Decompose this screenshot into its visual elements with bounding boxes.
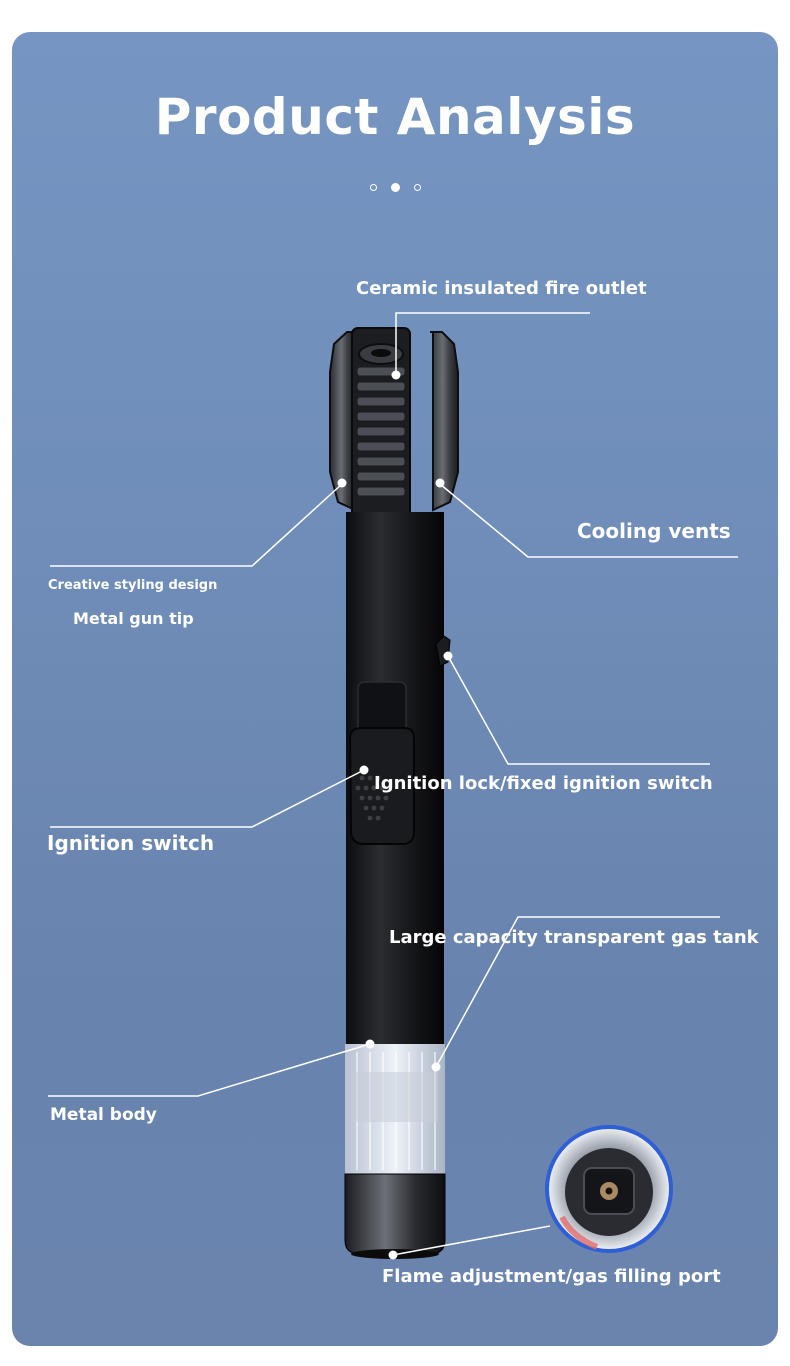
pager-dot-2-active[interactable] — [390, 183, 400, 192]
page-title: Product Analysis — [154, 88, 636, 146]
callout-leaders — [48, 312, 738, 1256]
callout-filling-port: Flame adjustment/gas filling port — [382, 1266, 721, 1287]
gas-port-icon — [545, 1125, 673, 1253]
callout-styling-design: Creative styling design — [48, 578, 218, 593]
pager-dot-1[interactable] — [369, 184, 377, 191]
callout-dots — [337, 370, 453, 1260]
callout-cooling-vents: Cooling vents — [577, 519, 731, 543]
product-illustration — [48, 312, 738, 1260]
callout-metal-body: Metal body — [50, 1105, 157, 1125]
callout-ignition-switch: Ignition switch — [47, 831, 215, 855]
pager-dot-3[interactable] — [413, 184, 421, 191]
callout-gas-tank: Large capacity transparent gas tank — [389, 927, 759, 948]
callout-fire-outlet: Ceramic insulated fire outlet — [356, 278, 647, 299]
callout-metal-gun-tip: Metal gun tip — [73, 609, 194, 628]
callout-ignition-lock: Ignition lock/fixed ignition switch — [374, 773, 713, 794]
pager-dots — [12, 183, 778, 192]
product-card: Product Analysis — [12, 32, 778, 1346]
